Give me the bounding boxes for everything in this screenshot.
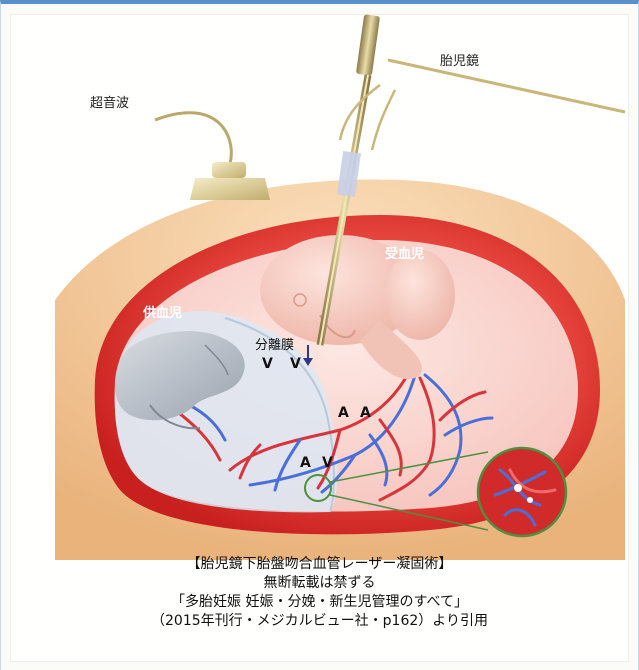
artery-marker-3: A [300,455,311,471]
caption-source-publisher: （2015年刊行・メジカルビュー社・p162）より引用 [0,612,639,631]
recipient-label: 受血児 [385,243,424,262]
ultrasound-probe [155,113,270,200]
vein-marker-1: V [262,356,273,372]
caption-title: 【胎児鏡下胎盤吻合血管レーザー凝固術】 [0,555,639,574]
caption-copyright: 無断転載は禁ずる [0,574,639,593]
membrane-label: 分離膜 [255,334,294,353]
magnified-inset [478,448,566,536]
donor-label: 供血児 [143,302,182,321]
fetoscope-label: 胎児鏡 [440,50,479,69]
vein-marker-3: V [322,455,333,471]
artery-marker-1: A [338,405,349,421]
vein-marker-2: V [290,356,301,372]
ultrasound-label: 超音波 [90,92,129,111]
caption-source-book: 「多胎妊娠 妊娠・分娩・新生児管理のすべて」 [0,593,639,612]
figure-caption: 【胎児鏡下胎盤吻合血管レーザー凝固術】 無断転載は禁ずる 「多胎妊娠 妊娠・分娩… [0,555,639,631]
artery-marker-2: A [360,405,371,421]
